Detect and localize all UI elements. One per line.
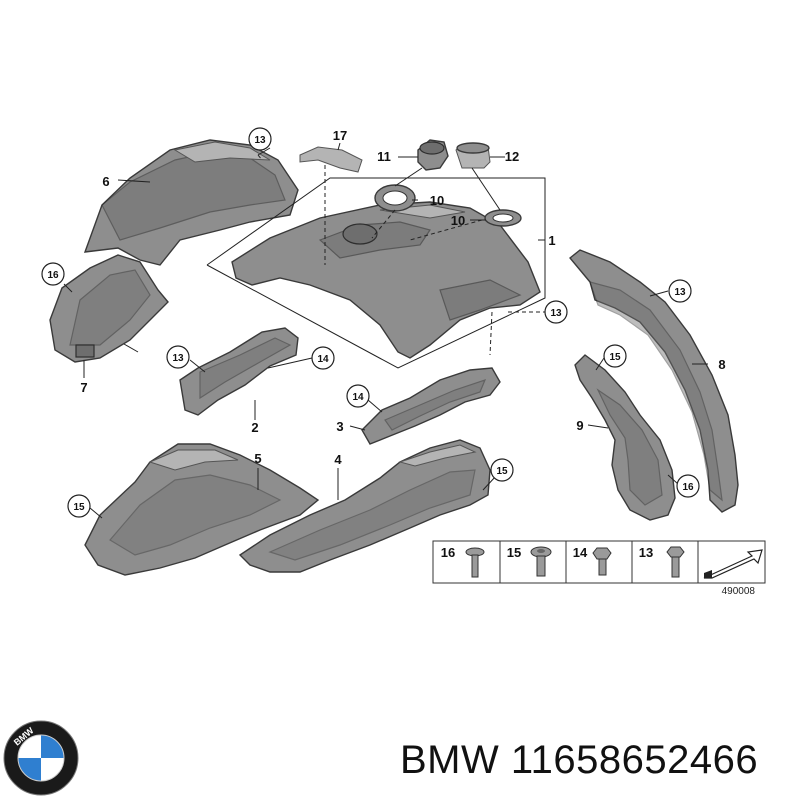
part-1-engine-cover [231,201,541,359]
callout-16-right: 16 [676,474,700,498]
forward-arrow-icon [703,549,763,579]
callout-9: 9 [576,418,583,433]
callout-14-left: 14 [311,346,335,370]
part-8-heat-shield [569,249,739,513]
part-4-heat-shield [238,439,491,573]
callout-15-mid: 15 [490,458,514,482]
callout-3: 3 [336,419,343,434]
callout-10-right: 10 [451,213,465,228]
callout-11: 11 [377,149,391,164]
callout-15-left: 15 [67,494,91,518]
callout-13-right: 13 [668,279,692,303]
svg-text:14: 14 [352,392,364,403]
svg-text:13: 13 [254,135,266,146]
part-number-caption: BMW 11658652466 [400,738,759,782]
svg-text:13: 13 [674,287,686,298]
callout-12: 12 [505,149,519,164]
part-17-bracket [299,146,363,173]
svg-text:13: 13 [550,308,562,319]
callout-17: 17 [333,128,347,143]
diagram-code: 490008 [722,586,756,597]
callout-8: 8 [718,357,725,372]
bmw-logo-icon: BMW [3,720,79,796]
callout-1: 1 [548,233,555,248]
callout-10-top: 10 [430,193,444,208]
part-6-heat-shield [83,139,299,266]
svg-text:15: 15 [609,352,621,363]
svg-text:15: 15 [496,466,508,477]
callout-5: 5 [254,451,261,466]
svg-text:15: 15 [73,502,85,513]
part-7-heat-shield [49,254,169,363]
leader-lines [63,142,708,519]
part-12-cap [455,142,491,169]
part-5-heat-shield [84,443,320,576]
svg-text:14: 14 [317,354,329,365]
svg-text:13: 13 [172,353,184,364]
callout-7: 7 [80,380,87,395]
part-10-seal-ring-b [484,209,522,227]
callout-14-mid: 14 [346,384,370,408]
part-11-grommet [417,139,449,171]
fastener-legend: 16 15 14 13 [432,540,766,584]
legend-number-15: 15 [507,545,521,560]
callout-13-left: 13 [166,345,190,369]
callout-4: 4 [334,452,342,467]
callout-16-left: 16 [41,262,65,286]
svg-text:16: 16 [47,270,59,281]
part-3-heat-shield [361,367,501,445]
legend-number-14: 14 [573,545,588,560]
pan-head-screw-icon [465,547,485,578]
callout-13-top: 13 [248,127,272,151]
callout-6: 6 [102,174,109,189]
callout-13-mid: 13 [544,300,568,324]
part-10-seal-ring-a [374,184,416,212]
legend-number-16: 16 [441,545,455,560]
callout-2: 2 [251,420,258,435]
hex-bolt-long-icon [666,546,685,578]
svg-text:16: 16 [682,482,694,493]
part-9-heat-shield [574,354,676,521]
hex-bolt-icon [592,547,612,576]
legend-number-13: 13 [639,545,653,560]
callout-15-right: 15 [603,344,627,368]
flange-screw-icon [530,546,552,577]
callouts: 1 6 17 11 12 10 10 7 2 3 4 5 8 9 13 16 1… [41,127,726,518]
part-2-heat-shield [179,327,299,416]
